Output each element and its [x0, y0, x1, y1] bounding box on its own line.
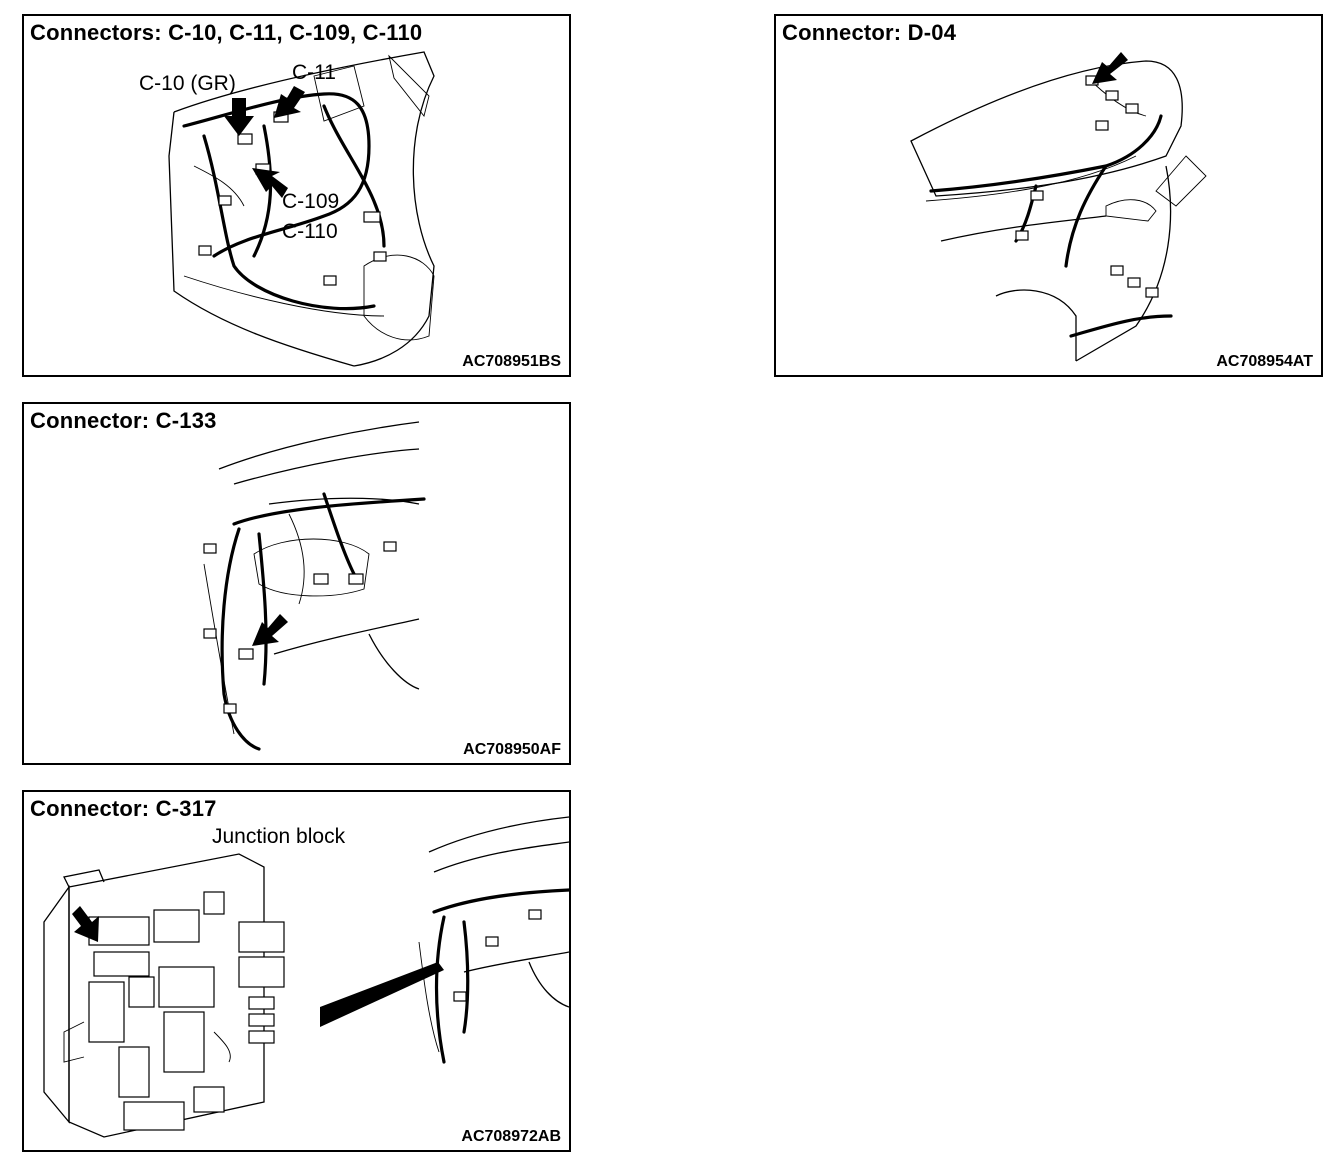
diagram-panel-c133: Connector: C-133 AC708950AF	[22, 402, 571, 765]
pointer-arrow	[1092, 52, 1128, 84]
panel-title: Connectors: C-10, C-11, C-109, C-110	[30, 20, 423, 45]
figure-code: AC708950AF	[463, 741, 561, 758]
callout-junction-block: Junction block	[212, 825, 346, 848]
diagram-panel-c317: Connector: C-317 Junction block AC708972…	[22, 790, 571, 1152]
figure-code: AC708951BS	[462, 353, 561, 370]
figure-code: AC708954AT	[1216, 353, 1313, 370]
callout-c11: C-11	[292, 61, 336, 84]
diagram-panel-d04: Connector: D-04 AC708954AT	[774, 14, 1323, 377]
dashboard-harness-illustration	[168, 51, 435, 367]
panel-title: Connector: C-317	[30, 796, 217, 821]
callout-c109: C-109	[282, 190, 340, 213]
rear-harness-illustration	[910, 52, 1207, 362]
callout-c110: C-110	[282, 220, 338, 243]
pointer-arrow	[72, 906, 99, 942]
callout-c10: C-10 (GR)	[139, 72, 236, 95]
panel-title: Connector: C-133	[30, 408, 217, 433]
instrument-panel-harness-illustration	[203, 421, 426, 751]
pointer-arrow	[252, 614, 288, 646]
panel-title: Connector: D-04	[782, 20, 957, 45]
pointer-arrow	[224, 98, 254, 136]
junction-block-illustration	[43, 816, 569, 1138]
diagram-panel-c10-c11-c109-c110: Connectors: C-10, C-11, C-109, C-110 C-1…	[22, 14, 571, 377]
figure-code: AC708972AB	[461, 1128, 561, 1145]
